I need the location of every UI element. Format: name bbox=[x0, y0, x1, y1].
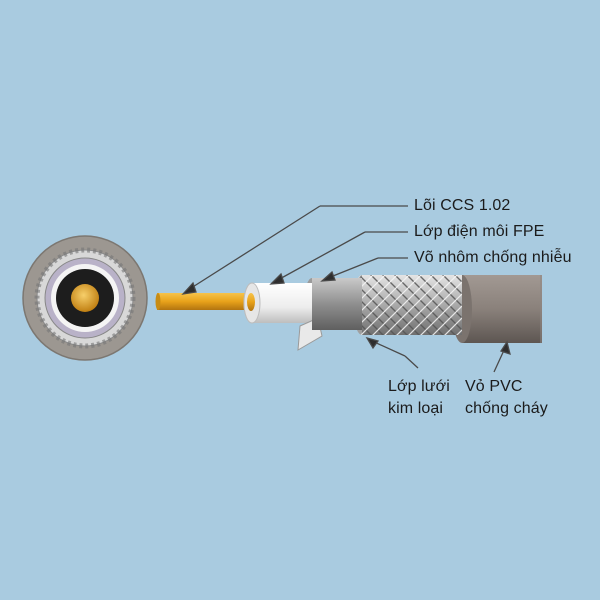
leader-lines bbox=[181, 205, 511, 373]
label-jacket-line2: chống cháy bbox=[465, 400, 548, 417]
label-foil: Võ nhôm chống nhiễu bbox=[414, 249, 572, 266]
core-conductor bbox=[157, 293, 257, 310]
label-braid-line2: kim loại bbox=[388, 400, 444, 417]
label-jacket-line1: Vỏ PVC bbox=[465, 378, 523, 395]
cable-side-view bbox=[155, 275, 542, 351]
cross-section bbox=[22, 235, 148, 361]
label-core: Lõi CCS 1.02 bbox=[414, 197, 511, 214]
label-braid-line1: Lớp lưới bbox=[388, 378, 450, 395]
pvc-jacket bbox=[462, 275, 542, 343]
cross-section-core bbox=[71, 284, 99, 312]
label-dielectric: Lớp điện môi FPE bbox=[414, 223, 545, 240]
leader-braid bbox=[371, 340, 406, 357]
